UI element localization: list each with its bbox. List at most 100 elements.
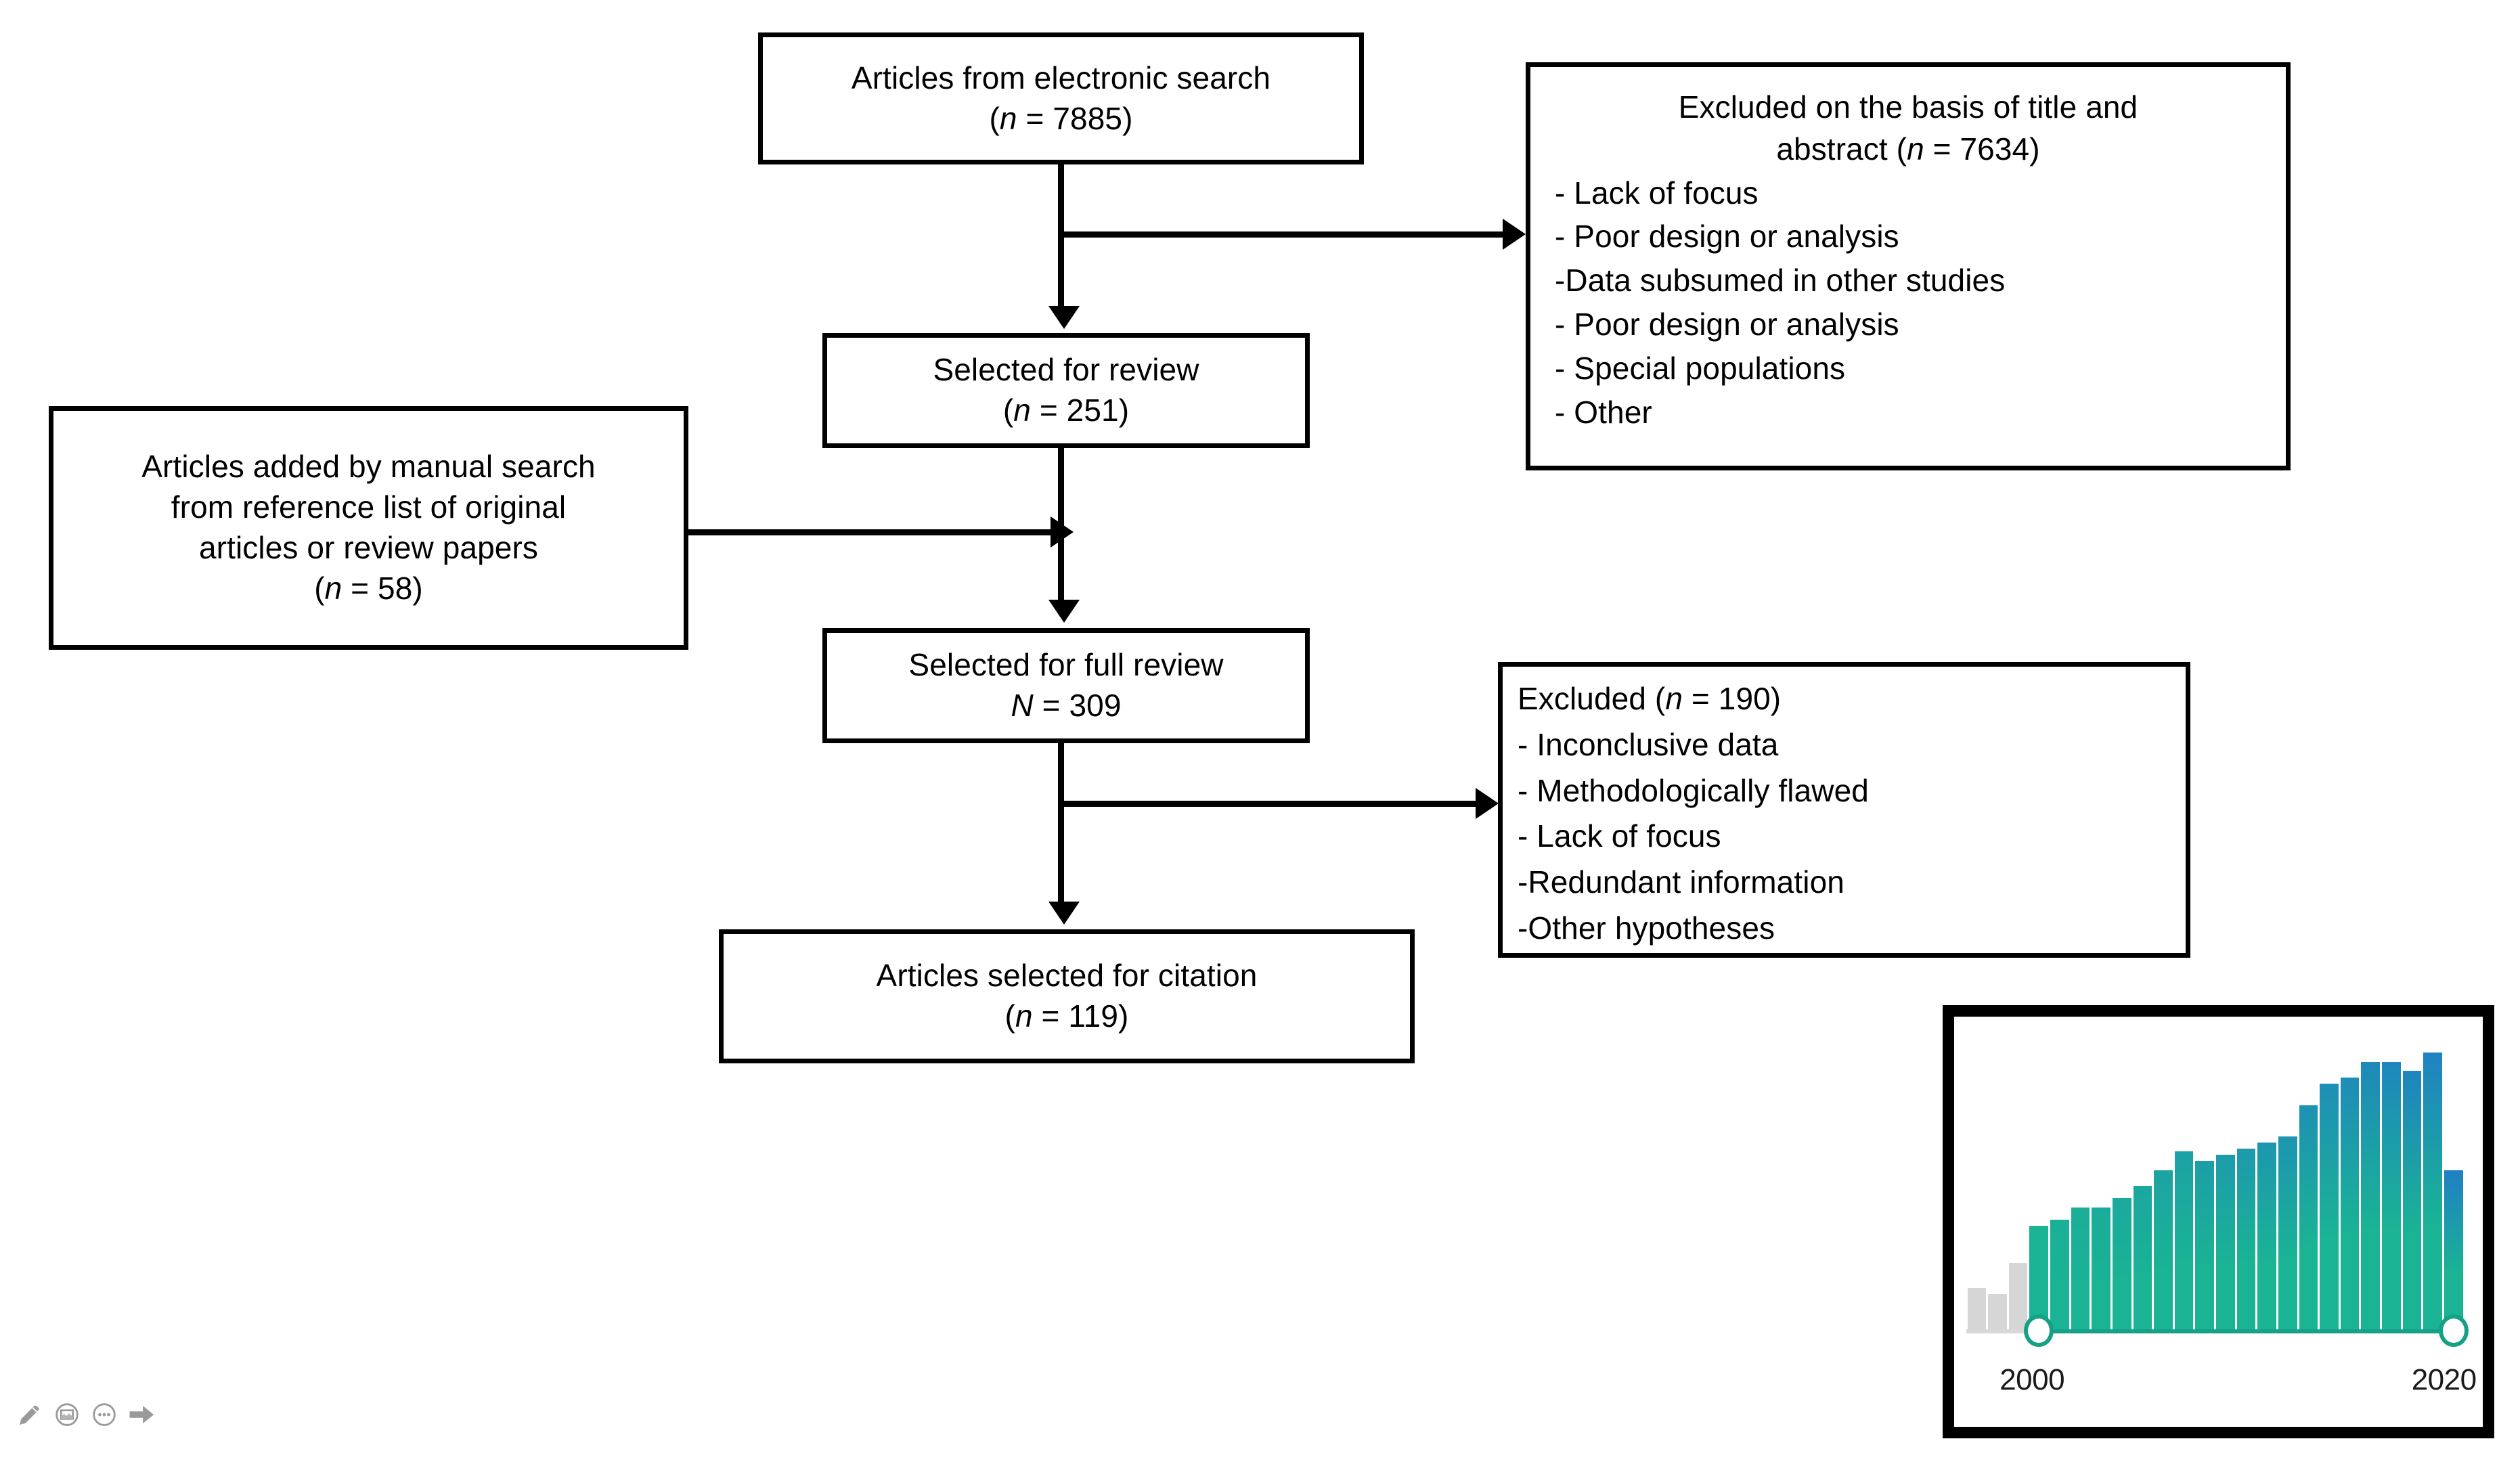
header-line-1: Excluded on the basis of title and — [1678, 89, 2138, 125]
year-range-slider-selected-range[interactable] — [2039, 1329, 2454, 1333]
histogram-bar[interactable] — [2154, 1170, 2173, 1331]
exclusion-reason-item: - Poor design or analysis — [1555, 306, 1899, 342]
histogram-bar[interactable] — [2236, 1148, 2256, 1331]
arrow-right-icon — [1476, 788, 1499, 819]
exclusion-reason-item: -Other hypotheses — [1518, 910, 1775, 946]
histogram-bar[interactable] — [2320, 1083, 2339, 1331]
histogram-bar[interactable] — [2361, 1061, 2380, 1331]
histogram-bar[interactable] — [2382, 1061, 2401, 1331]
year-range-widget-body: 2000 2020 — [1954, 1017, 2483, 1427]
n-symbol: n — [1013, 393, 1031, 428]
box-line-title: Articles selected for citation — [876, 958, 1258, 994]
year-label-start: 2000 — [1999, 1363, 2065, 1396]
histogram-bar[interactable] — [2423, 1052, 2442, 1331]
histogram-bar[interactable] — [2112, 1198, 2131, 1331]
paren-open: ( — [314, 570, 325, 606]
box-line-count: N = 309 — [1011, 686, 1121, 726]
n-value: = 309 — [1033, 688, 1122, 723]
n-value: = 7885) — [1017, 100, 1133, 136]
box-line-1: Articles added by manual search — [141, 449, 596, 485]
connector-search-to-excluded — [1058, 231, 1508, 238]
box-line-title: Selected for review — [933, 352, 1199, 388]
box-line-count: (n = 58) — [314, 569, 423, 609]
paren-open: ( — [989, 100, 1000, 136]
histogram-bar[interactable] — [2299, 1105, 2318, 1331]
box-selected-for-review: Selected for review (n = 251) — [822, 333, 1310, 448]
histogram-bar[interactable] — [2174, 1151, 2194, 1331]
box-line-count: (n = 251) — [1003, 391, 1129, 431]
histogram-bar[interactable] — [2071, 1207, 2090, 1331]
connector-full-review-to-excluded — [1058, 801, 1481, 807]
histogram-bar[interactable] — [2050, 1220, 2069, 1331]
arrow-right-icon — [1051, 516, 1074, 548]
histogram-bar[interactable] — [2133, 1185, 2152, 1331]
box-line-title: Articles from electronic search — [851, 60, 1271, 95]
box-excluded-full-review: Excluded (n = 190) - Inconclusive data -… — [1498, 662, 2190, 958]
box-excluded-on-title-and-abstract: Excluded on the basis of title and abstr… — [1526, 62, 2291, 470]
paren-open: ( — [1002, 393, 1014, 428]
arrow-right-icon[interactable] — [127, 1400, 156, 1430]
paren-open: ( — [1004, 998, 1015, 1034]
header-prefix: abstract ( — [1776, 131, 1907, 167]
histogram-bar[interactable] — [2029, 1226, 2048, 1331]
excluded-full-header: Excluded (n = 190) — [1518, 679, 1781, 720]
box-line-count: (n = 7885) — [990, 99, 1133, 139]
n-symbol: n — [999, 100, 1017, 136]
year-range-labels: 2000 2020 — [1966, 1363, 2477, 1404]
connector-full-review-to-citation — [1058, 743, 1064, 906]
connector-manual-to-flow — [688, 529, 1062, 535]
n-symbol: n — [1015, 998, 1033, 1034]
arrow-down-icon — [1048, 600, 1080, 623]
exclusion-reason-item: - Other — [1555, 394, 1652, 430]
n-value: = 7634) — [1924, 131, 2040, 167]
histogram-bar[interactable] — [2195, 1161, 2214, 1331]
n-value: = 119) — [1032, 998, 1129, 1034]
edit-toolbar — [15, 1400, 156, 1430]
ellipsis-icon[interactable] — [89, 1400, 119, 1430]
histogram-bar[interactable] — [1988, 1294, 2007, 1331]
year-range-slider-track[interactable] — [1966, 1314, 2469, 1347]
exclusion-reason-item: - Methodologically flawed — [1518, 772, 1869, 808]
histogram-bar[interactable] — [2092, 1207, 2110, 1331]
exclusion-reason-item: - Special populations — [1555, 350, 1846, 386]
excluded-title-header: Excluded on the basis of title and abstr… — [1548, 87, 2268, 170]
histogram-bar[interactable] — [2257, 1142, 2276, 1331]
n-symbol: n — [1665, 681, 1683, 716]
histogram-bar[interactable] — [1967, 1287, 1987, 1331]
header-line-2: abstract (n = 7634) — [1548, 129, 2268, 170]
exclusion-reason-item: - Lack of focus — [1518, 818, 1721, 854]
histogram-bar[interactable] — [2444, 1170, 2463, 1331]
year-range-filter-widget[interactable]: 2000 2020 — [1943, 1005, 2494, 1438]
year-range-slider-handle-start[interactable] — [2024, 1314, 2054, 1347]
image-card-icon[interactable] — [52, 1400, 82, 1430]
publications-per-year-histogram — [1966, 1037, 2464, 1331]
year-label-end: 2020 — [2411, 1363, 2477, 1396]
box-articles-from-electronic-search: Articles from electronic search (n = 788… — [758, 32, 1364, 164]
box-line-2: from reference list of original — [171, 489, 567, 525]
arrow-right-icon — [1503, 219, 1526, 250]
box-line-title: Selected for full review — [908, 647, 1224, 683]
pencil-icon[interactable] — [15, 1400, 45, 1430]
box-articles-added-by-manual-search: Articles added by manual search from ref… — [49, 406, 688, 650]
exclusion-reason-item: - Lack of focus — [1555, 175, 1759, 211]
exclusion-reason-item: - Poor design or analysis — [1555, 219, 1899, 254]
histogram-bar[interactable] — [2278, 1136, 2297, 1331]
exclusion-reason-item: -Data subsumed in other studies — [1555, 263, 2006, 298]
year-range-slider-handle-end[interactable] — [2438, 1314, 2469, 1347]
arrow-down-icon — [1048, 306, 1080, 329]
exclusion-reason-item: -Redundant information — [1518, 864, 1844, 900]
n-symbol: n — [324, 570, 342, 606]
box-articles-selected-for-citation: Articles selected for citation (n = 119) — [719, 929, 1415, 1063]
n-value: = 190) — [1683, 681, 1782, 716]
histogram-bar[interactable] — [2402, 1071, 2422, 1331]
histogram-bar[interactable] — [2340, 1077, 2360, 1331]
exclusion-reason-item: - Inconclusive data — [1518, 726, 1779, 762]
histogram-bar[interactable] — [2216, 1155, 2235, 1331]
n-value: = 251) — [1030, 393, 1130, 428]
box-line-count: (n = 119) — [1005, 996, 1129, 1037]
n-symbol: n — [1907, 131, 1924, 167]
n-value: = 58) — [342, 570, 423, 606]
histogram-bar[interactable] — [2008, 1263, 2028, 1331]
header-prefix: Excluded ( — [1518, 681, 1666, 716]
